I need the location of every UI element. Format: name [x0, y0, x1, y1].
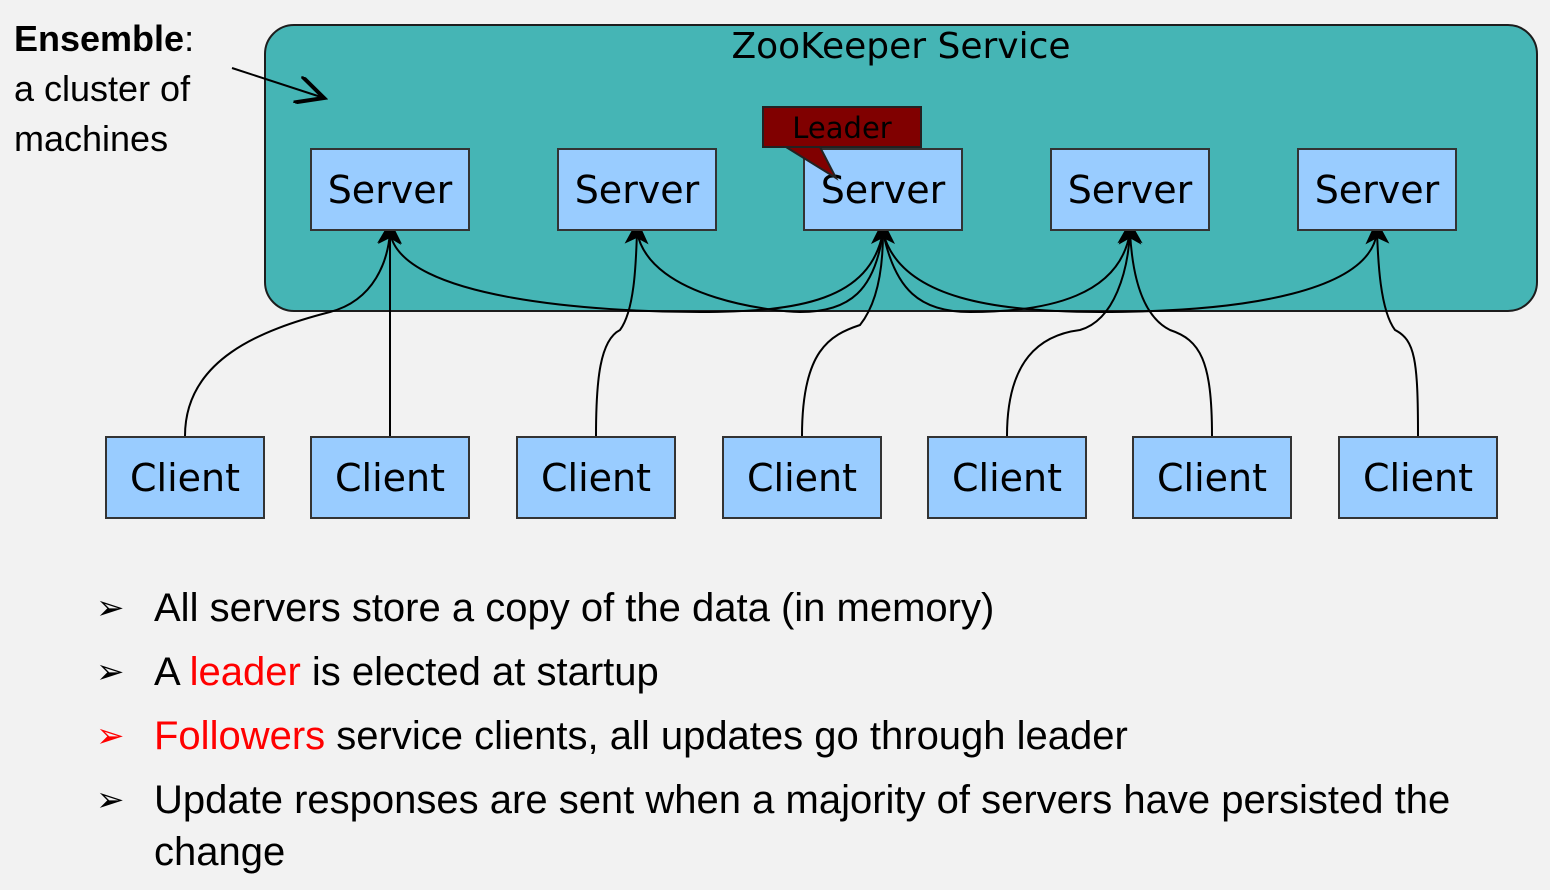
bullet-item: ➢ A leader is elected at startup: [96, 646, 1516, 698]
client-node-4: Client: [722, 436, 882, 519]
bullet-text: service clients, all updates go through …: [325, 714, 1128, 758]
bullet-text: is elected at startup: [300, 650, 659, 694]
link-client3-server2: [595, 220, 649, 437]
client-node-1: Client: [105, 436, 265, 519]
link-client7-server5: [1365, 220, 1419, 437]
server-node-2: Server: [557, 148, 717, 231]
bullet-arrow-icon: ➢: [96, 781, 125, 819]
bullet-highlight-followers: Followers: [154, 714, 326, 758]
leader-callout: Leader: [762, 106, 922, 148]
ensemble-note: Ensemble: a cluster of machines: [14, 14, 194, 164]
bullet-item: ➢ Followers service clients, all updates…: [96, 710, 1516, 762]
server-node-4: Server: [1050, 148, 1210, 231]
ensemble-pointer-arrow: [231, 67, 324, 98]
link-client1-server1: [184, 220, 402, 437]
link-server2-leader: [636, 231, 884, 314]
bullet-arrow-icon: ➢: [96, 589, 125, 627]
client-node-3: Client: [516, 436, 676, 519]
bullet-highlight-leader: leader: [189, 650, 301, 694]
bullet-text: Update responses are sent when a majorit…: [154, 778, 1451, 874]
bullet-item: ➢ Update responses are sent when a major…: [96, 774, 1516, 878]
link-client6-server4: [1118, 220, 1213, 437]
bullet-list: ➢ All servers store a copy of the data (…: [96, 582, 1516, 890]
ensemble-colon: :: [184, 18, 195, 59]
link-client5-server4: [1006, 220, 1142, 437]
server-node-1: Server: [310, 148, 470, 231]
client-node-2: Client: [310, 436, 470, 519]
link-client4-leader: [801, 220, 895, 437]
link-leader-server5: [882, 231, 1378, 314]
bullet-text: A: [154, 650, 190, 694]
server-node-5: Server: [1297, 148, 1457, 231]
service-title: ZooKeeper Service: [731, 26, 1071, 67]
server-node-leader: Server: [803, 148, 963, 231]
link-leader-server4: [882, 231, 1131, 314]
ensemble-desc-line3: machines: [14, 118, 169, 159]
bullet-arrow-icon: ➢: [96, 653, 125, 691]
bullet-arrow-icon: ➢: [96, 717, 125, 755]
ensemble-label: Ensemble: [14, 18, 185, 59]
client-node-6: Client: [1132, 436, 1292, 519]
client-node-7: Client: [1338, 436, 1498, 519]
link-server1-leader: [389, 231, 884, 314]
client-node-5: Client: [927, 436, 1087, 519]
bullet-text: All servers store a copy of the data (in…: [154, 586, 995, 630]
bullet-item: ➢ All servers store a copy of the data (…: [96, 582, 1516, 634]
ensemble-desc-line2: a cluster of: [14, 68, 191, 109]
